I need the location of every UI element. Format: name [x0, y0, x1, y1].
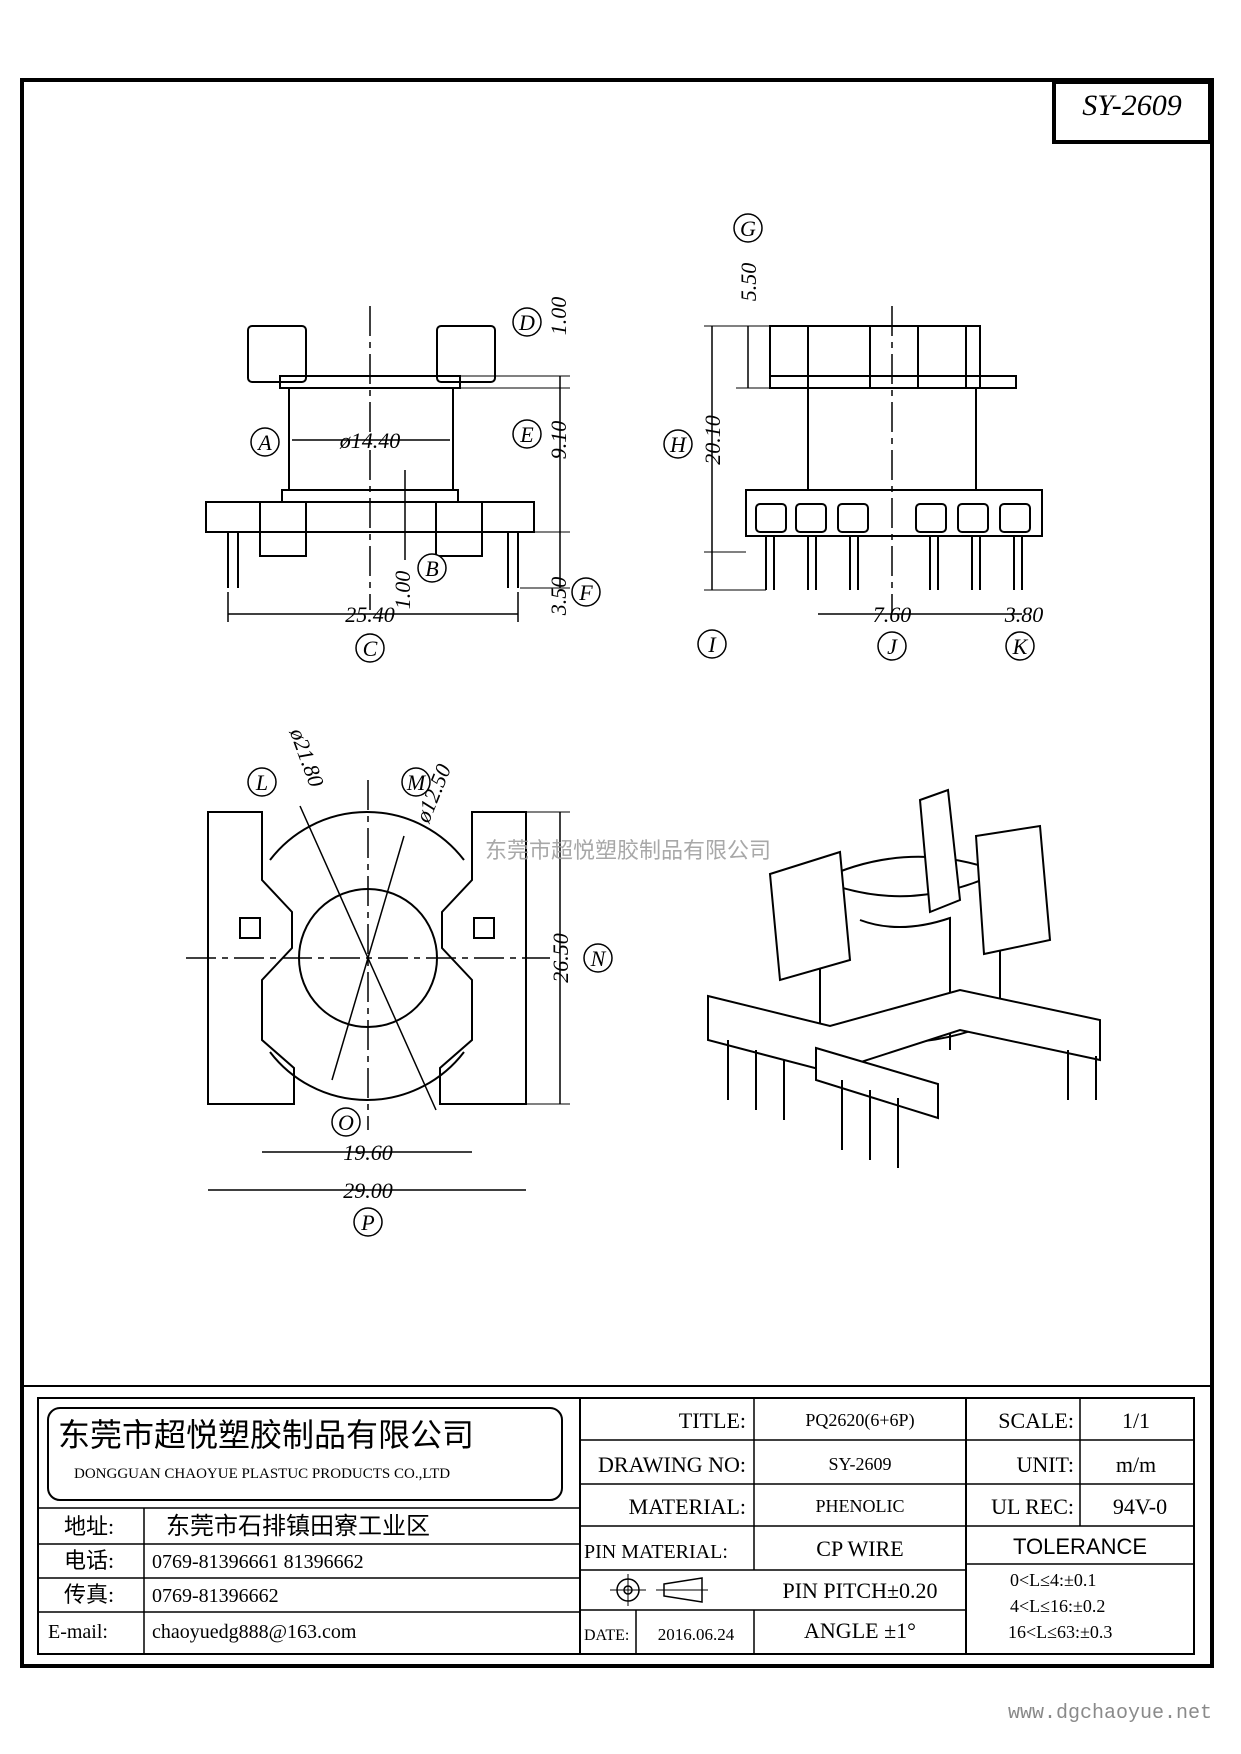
dim-n-value: 26.50: [548, 933, 573, 983]
dim-g-value: 5.50: [736, 263, 761, 302]
label-m: M: [406, 770, 427, 795]
angle-tolerance: ANGLE ±1°: [804, 1618, 916, 1643]
dim-b-value: 1.00: [390, 571, 415, 610]
label-f: F: [578, 580, 593, 605]
ul-rec-label: UL REC:: [991, 1494, 1074, 1519]
fax-value: 0769-81396662: [152, 1585, 279, 1607]
dim-j-value: 7.60: [873, 602, 912, 627]
website-watermark: www.dgchaoyue.net: [1008, 1702, 1212, 1725]
label-g-circle: [733, 213, 763, 243]
label-b: B: [425, 556, 438, 581]
dim-k-value: 3.80: [1004, 602, 1044, 627]
label-g: G: [740, 216, 756, 241]
isometric-view: [707, 788, 1101, 1168]
dim-d-value: 1.00: [546, 297, 571, 336]
label-d: D: [518, 310, 535, 335]
title-block-text: 东莞市超悦塑胶制品有限公司 DONGGUAN CHAOYUE PLASTUC P…: [48, 1408, 1167, 1644]
side-view: [704, 306, 1043, 615]
label-a: A: [256, 430, 272, 455]
dim-a-value: ø14.40: [339, 428, 401, 453]
pin-pitch: PIN PITCH±0.20: [782, 1578, 937, 1603]
address-value: 东莞市石排镇田寮工业区: [166, 1513, 430, 1540]
title-label: TITLE:: [679, 1408, 746, 1433]
company-name-en: DONGGUAN CHAOYUE PLASTUC PRODUCTS CO.,LT…: [74, 1466, 450, 1482]
label-j: J: [887, 634, 898, 659]
date-value: 2016.06.24: [658, 1625, 735, 1644]
dim-l-value: ø21.80: [285, 724, 330, 790]
dim-h-value: 20.10: [700, 415, 725, 465]
address-label: 地址:: [64, 1514, 114, 1539]
watermark: 东莞市超悦塑胶制品有限公司: [485, 838, 771, 863]
pin-material-value: CP WIRE: [816, 1536, 903, 1561]
scale-value: 1/1: [1122, 1408, 1150, 1433]
label-h-circle: [663, 429, 693, 459]
fax-label: 传真:: [64, 1582, 114, 1607]
tolerance-range-3: 16<L≤63:±0.3: [1008, 1622, 1112, 1642]
unit-value: m/m: [1116, 1452, 1156, 1477]
drawing-code-box: [1052, 80, 1212, 144]
tolerance-label: TOLERANCE: [1013, 1534, 1147, 1559]
label-n: N: [590, 946, 607, 971]
drawing-no-value: SY-2609: [828, 1454, 891, 1474]
side-view-labels: G 5.50 H 20.10 I 7.60 J 3.80 K: [663, 213, 1044, 661]
label-j-circle: [877, 631, 907, 661]
label-m-circle: [401, 767, 431, 797]
top-view-labels: L ø21.80 M ø12.50 26.50 N O 19.60 29.00 …: [247, 724, 613, 1237]
tolerance-range-2: 4<L≤16:±0.2: [1010, 1596, 1105, 1616]
pin-material-label: PIN MATERIAL:: [584, 1541, 728, 1563]
ul-rec-value: 94V-0: [1113, 1494, 1167, 1519]
label-i: I: [707, 632, 717, 657]
dim-o-value: 19.60: [343, 1140, 393, 1165]
tolerance-range-1: 0<L≤4:±0.1: [1010, 1570, 1096, 1590]
label-c-circle: [355, 633, 385, 663]
material-value: PHENOLIC: [816, 1496, 905, 1516]
material-label: MATERIAL:: [629, 1494, 746, 1519]
dim-c-value: 25.40: [345, 602, 395, 627]
label-b-circle: [417, 553, 447, 583]
phone-label: 电话:: [64, 1548, 114, 1573]
title-block: [22, 1385, 1212, 1655]
scale-label: SCALE:: [998, 1408, 1074, 1433]
phone-value: 0769-81396661 81396662: [152, 1551, 364, 1573]
label-l: L: [255, 770, 268, 795]
date-label: DATE:: [584, 1627, 629, 1644]
front-view-labels: A ø14.40 B 1.00 25.40 C D 1.00 E 9.10 F …: [250, 297, 601, 663]
label-k: K: [1012, 634, 1029, 659]
dim-p-value: 29.00: [343, 1178, 393, 1203]
label-o: O: [338, 1110, 354, 1135]
label-o-circle: [331, 1107, 361, 1137]
label-h: H: [669, 432, 687, 457]
front-view: [205, 306, 570, 622]
company-name-cn: 东莞市超悦塑胶制品有限公司: [58, 1417, 474, 1453]
label-p-circle: [353, 1207, 383, 1237]
label-c: C: [363, 636, 378, 661]
label-d-circle: [512, 307, 542, 337]
label-i-circle: [697, 629, 727, 659]
label-p: P: [360, 1210, 374, 1235]
label-n-circle: [583, 943, 613, 973]
label-e: E: [519, 422, 534, 447]
drawing-no-label: DRAWING NO:: [598, 1452, 746, 1477]
dim-e-value: 9.10: [546, 421, 571, 460]
drawing-code: SY-2609: [1082, 89, 1181, 122]
label-e-circle: [512, 419, 542, 449]
dim-f-value: 3.50: [546, 577, 571, 617]
label-a-circle: [250, 427, 280, 457]
outer-frame: [20, 78, 1214, 1668]
title-value: PQ2620(6+6P): [805, 1410, 914, 1431]
top-view: [186, 780, 570, 1191]
email-label: E-mail:: [48, 1621, 108, 1643]
label-k-circle: [1005, 631, 1035, 661]
label-l-circle: [247, 767, 277, 797]
email-value: chaoyuedg888@163.com: [152, 1621, 357, 1643]
unit-label: UNIT:: [1016, 1452, 1074, 1477]
label-f-circle: [571, 577, 601, 607]
